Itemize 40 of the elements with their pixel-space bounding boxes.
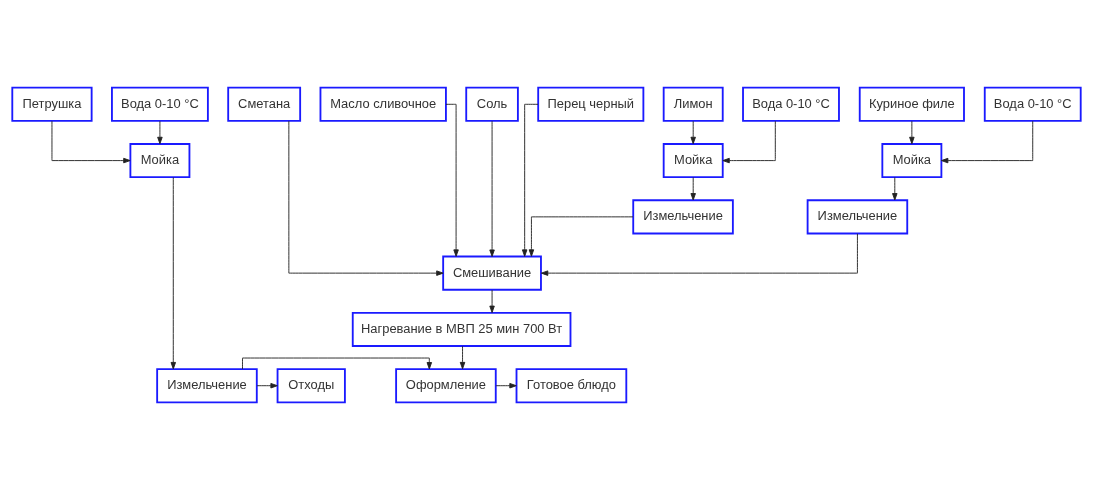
arrow bbox=[157, 120, 163, 144]
node-box: Петрушка bbox=[11, 86, 93, 122]
arrow bbox=[51, 120, 131, 163]
node-box: Куриное филе bbox=[858, 86, 965, 122]
node-box: Мойка bbox=[881, 142, 943, 178]
node-box: Мойка bbox=[662, 142, 724, 178]
node-box: Вода 0-10 °С bbox=[111, 86, 209, 122]
node-box: Отходы bbox=[276, 367, 346, 403]
arrow bbox=[242, 357, 433, 369]
arrow bbox=[528, 215, 634, 257]
arrow bbox=[540, 232, 858, 276]
arrow bbox=[495, 382, 517, 388]
node-box: Оформление bbox=[395, 367, 497, 403]
arrow bbox=[722, 120, 776, 163]
arrow bbox=[288, 120, 444, 276]
node-box: Измельчение bbox=[632, 198, 734, 234]
node-box: Смешивание bbox=[442, 255, 542, 291]
node-box: Перец черный bbox=[537, 86, 645, 122]
arrow bbox=[256, 382, 278, 388]
node-box: Готовое блюдо bbox=[515, 367, 628, 403]
node-box: Измельчение bbox=[806, 198, 909, 234]
node-box: Измельчение bbox=[156, 367, 258, 403]
arrow bbox=[489, 120, 495, 257]
arrow bbox=[690, 176, 696, 200]
node-box: Соль bbox=[465, 86, 519, 122]
arrow bbox=[940, 120, 1034, 163]
arrow bbox=[690, 120, 696, 144]
arrow bbox=[170, 176, 176, 369]
node-box: Сметана bbox=[227, 86, 302, 122]
node-box: Лимон bbox=[662, 86, 724, 122]
node-box: Вода 0-10 °С bbox=[742, 86, 840, 122]
arrow bbox=[489, 289, 495, 313]
arrow bbox=[909, 120, 915, 144]
arrow bbox=[459, 345, 466, 369]
arrow bbox=[892, 176, 898, 200]
node-box: Масло сливочное bbox=[319, 86, 447, 122]
arrow bbox=[445, 103, 459, 257]
node-box: Мойка bbox=[129, 142, 191, 178]
node-box: Вода 0-10 °С bbox=[983, 86, 1082, 122]
node-box: Нагревание в МВП 25 мин 700 Вт bbox=[351, 311, 572, 347]
